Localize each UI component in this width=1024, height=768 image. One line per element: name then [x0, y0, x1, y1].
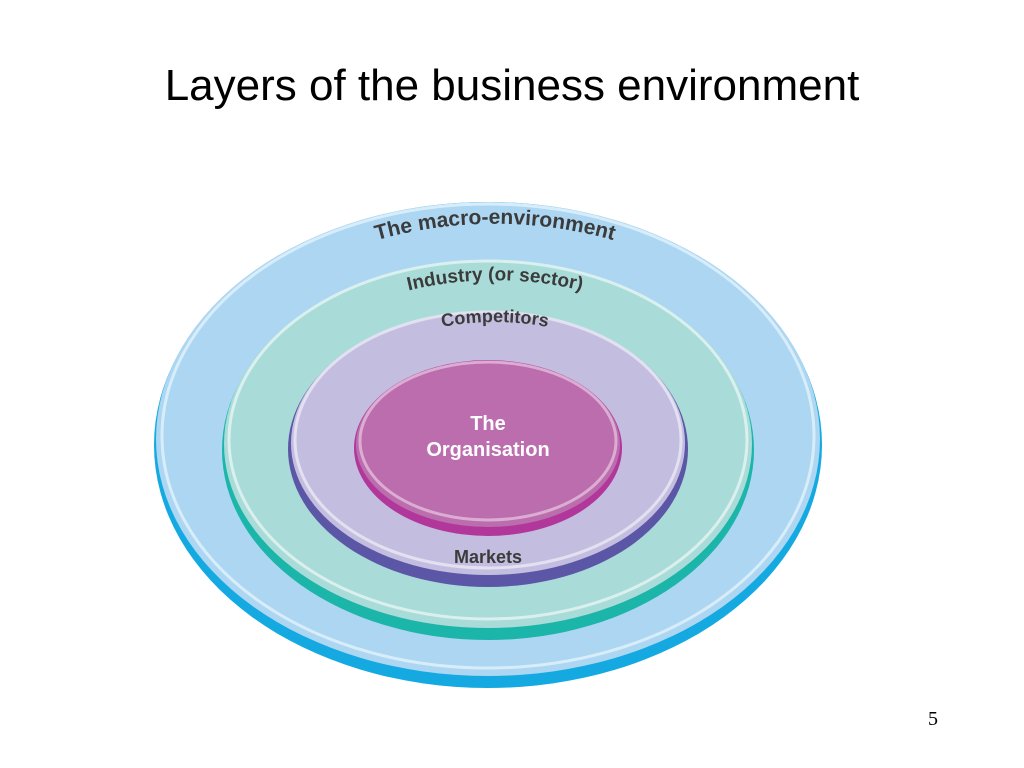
organisation-label-line1: The — [470, 413, 506, 435]
organisation-highlight — [358, 360, 618, 522]
organisation-core: The Organisation — [354, 360, 622, 536]
macro-environment-highlight — [160, 202, 816, 670]
page-number: 5 — [928, 708, 938, 730]
organisation-label-line2: Organisation — [426, 439, 549, 461]
markets-label: Markets — [454, 547, 522, 567]
competitors-highlight — [293, 310, 683, 570]
slide-title: Layers of the business environment — [164, 61, 860, 110]
industry-highlight — [227, 259, 749, 621]
organisation-ellipse — [356, 361, 620, 527]
